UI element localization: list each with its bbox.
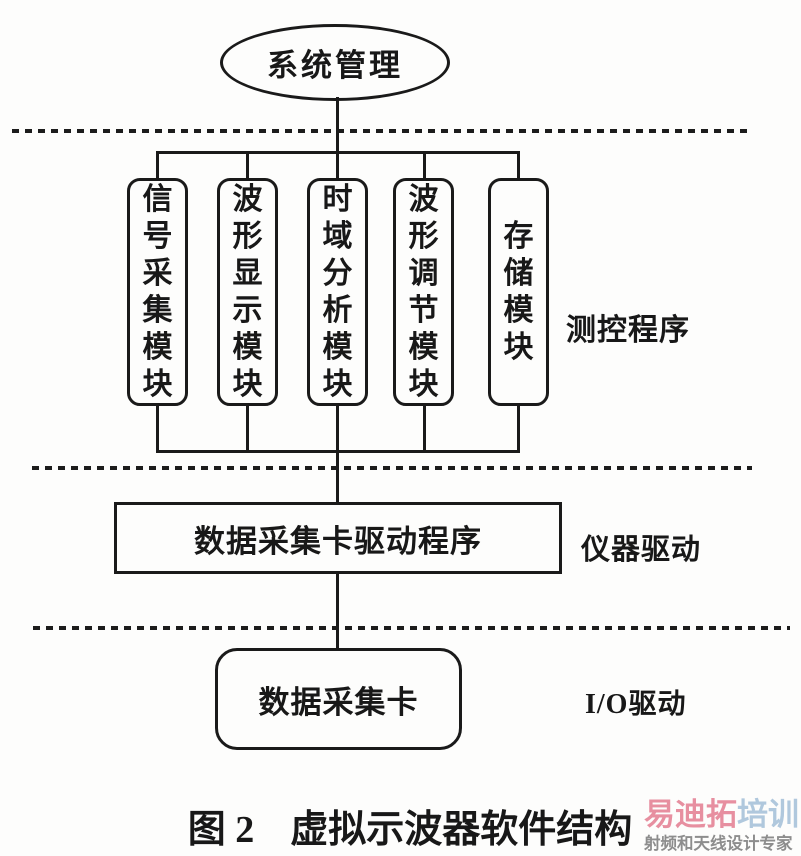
card-box-label: 数据采集卡 [258,684,419,720]
module-box-time-domain-analysis: 时域分析模块 [307,178,368,406]
layer-label-measurement-control: 测控程序 [566,314,690,347]
system-management-node: 系统管理 [220,24,450,101]
module-label-storage: 存储模块 [503,220,534,364]
stub-bottom-module-2 [246,406,249,452]
connector-driver-to-card [336,571,339,648]
figure-caption: 图 2 虚拟示波器软件结构 [105,798,715,853]
stub-top-module-2 [246,151,249,178]
stub-bottom-module-4 [423,406,426,452]
driver-box: 数据采集卡驱动程序 [114,502,562,574]
layer-boundary-line-1 [12,129,749,133]
stub-top-module-1 [156,151,159,178]
driver-box-label: 数据采集卡驱动程序 [194,523,482,559]
module-box-waveform-display: 波形显示模块 [217,178,278,406]
module-box-signal-acquisition: 信号采集模块 [127,178,188,406]
watermark-brand-red: 易迪拓 [644,797,737,832]
layer-label-io-driver: I/O驱动 [585,689,687,720]
module-label-signal-acquisition: 信号采集模块 [142,183,173,401]
stub-bottom-module-1 [156,406,159,452]
stub-top-module-4 [423,151,426,178]
module-box-waveform-adjustment: 波形调节模块 [393,178,454,406]
layer-boundary-line-3 [33,626,790,630]
connector-ellipse-to-bus [336,97,339,153]
watermark-logo: 易迪拓培训 [644,799,801,830]
card-box: 数据采集卡 [215,648,462,750]
stub-top-module-5 [517,151,520,178]
figure-caption-number: 图 2 [187,809,255,851]
system-management-label: 系统管理 [267,48,403,83]
connector-bus-to-driver [336,450,339,504]
module-box-storage: 存储模块 [488,178,549,406]
module-label-waveform-adjustment: 波形调节模块 [408,183,439,401]
stub-bottom-module-3 [336,406,339,452]
watermark: 易迪拓培训 射频和天线设计专家 [644,799,801,853]
stub-bottom-module-5 [517,406,520,452]
figure-caption-title: 虚拟示波器软件结构 [290,809,633,851]
layer-boundary-line-2 [32,466,752,470]
watermark-tagline: 射频和天线设计专家 [644,835,793,853]
watermark-brand-blue: 培训 [737,797,799,832]
module-label-waveform-display: 波形显示模块 [232,183,263,401]
layer-label-instrument-driver: 仪器驱动 [581,534,702,566]
module-label-time-domain-analysis: 时域分析模块 [322,183,353,401]
stub-top-module-3 [336,151,339,178]
